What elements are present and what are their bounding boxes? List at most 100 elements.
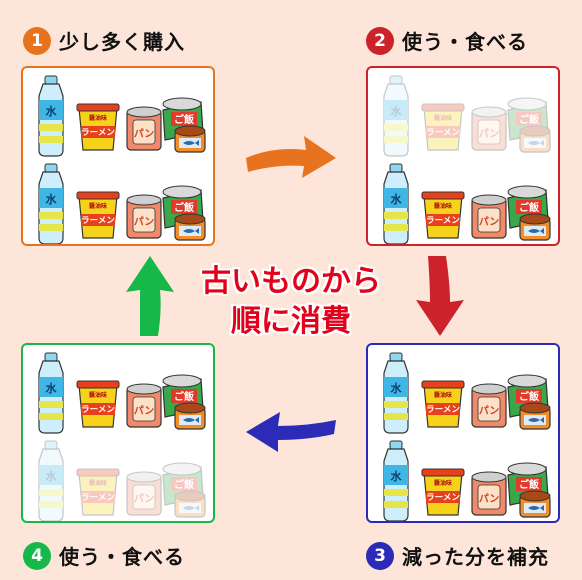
bread-can-icon: パン xyxy=(471,471,507,516)
water-bottle-icon: 水 xyxy=(383,440,409,521)
cup-noodle-top-label: 醤油味 xyxy=(89,391,107,399)
cup-noodle-label: ラーメン xyxy=(81,216,115,226)
arrow-down-red xyxy=(416,256,464,336)
rice-can-icon: ご飯 xyxy=(507,185,549,229)
water-bottle-label: 水 xyxy=(391,381,403,395)
step-2-label: 使う・食べる xyxy=(402,30,528,54)
step-2-number: 2 xyxy=(366,26,394,55)
water-bottle-label: 水 xyxy=(46,469,58,483)
rice-can-label: ご飯 xyxy=(174,390,194,403)
fish-can-icon xyxy=(174,213,206,241)
water-bottle-icon: 水 xyxy=(38,163,64,244)
stock-items-row: 水醤油味ラーメンパンご飯 xyxy=(38,163,206,244)
stock-items-row: 水醤油味ラーメンパンご飯 xyxy=(383,440,551,521)
water-bottle-icon: 水 xyxy=(38,352,64,434)
center-caption: 古いものから 順に消費 xyxy=(180,262,402,342)
water-bottle-label: 水 xyxy=(391,469,403,483)
cup-noodle-label: ラーメン xyxy=(81,405,115,415)
consumed-items-row: 水醤油味ラーメンパンご飯 xyxy=(383,75,551,157)
cup-noodle-label: ラーメン xyxy=(426,216,460,226)
step-3-number: 3 xyxy=(366,541,394,570)
cup-noodle-label: ラーメン xyxy=(426,493,460,503)
water-bottle-icon: 水 xyxy=(383,163,409,244)
bread-can-icon: パン xyxy=(126,471,162,516)
bread-can-label: パン xyxy=(134,128,155,140)
fish-can-icon xyxy=(174,402,206,430)
bread-can-label: パン xyxy=(134,405,155,417)
water-bottle-icon: 水 xyxy=(38,440,64,521)
panel-step-1: 水醤油味ラーメンパンご飯水醤油味ラーメンパンご飯 xyxy=(21,66,215,246)
cup-noodle-top-label: 醤油味 xyxy=(434,114,452,122)
arrow-up-green xyxy=(126,256,174,336)
cup-noodle-top-label: 醤油味 xyxy=(434,391,452,399)
bread-can-icon: パン xyxy=(126,106,162,151)
fish-can-icon xyxy=(519,125,551,153)
panel-step-3-illustration: 水醤油味ラーメンパンご飯水醤油味ラーメンパンご飯 xyxy=(383,352,551,521)
cup-noodle-top-label: 醤油味 xyxy=(434,202,452,210)
fish-can-icon xyxy=(174,490,206,518)
step-1-label: 少し多く購入 xyxy=(59,30,185,54)
bread-can-label: パン xyxy=(134,216,155,228)
stock-items-row: 水醤油味ラーメンパンご飯 xyxy=(383,352,551,434)
rice-can-label: ご飯 xyxy=(519,390,539,403)
arrow-left-blue xyxy=(246,412,336,452)
stock-items-row: 水醤油味ラーメンパンご飯 xyxy=(38,352,206,434)
rice-can-label: ご飯 xyxy=(519,113,539,126)
fish-can-icon xyxy=(519,213,551,241)
step-4-number: 4 xyxy=(23,541,51,570)
water-bottle-label: 水 xyxy=(391,104,403,118)
center-caption-line-1: 古いものから xyxy=(201,264,381,299)
rice-can-label: ご飯 xyxy=(519,201,539,214)
bread-can-icon: パン xyxy=(471,194,507,239)
cup-noodle-top-label: 醤油味 xyxy=(89,479,107,487)
bread-can-icon: パン xyxy=(126,383,162,428)
step-2-header: 2 使う・食べる xyxy=(366,26,528,55)
water-bottle-icon: 水 xyxy=(383,75,409,157)
stock-items-row: 水醤油味ラーメンパン ご飯 xyxy=(38,75,206,157)
cup-noodle-top-label: 醤油味 xyxy=(89,114,107,122)
fish-can-icon xyxy=(174,125,206,153)
bread-can-label: パン xyxy=(479,216,500,228)
center-caption-line-2: 順に消費 xyxy=(231,304,351,339)
rice-can-label: ご飯 xyxy=(519,478,539,491)
bread-can-icon: パン xyxy=(471,383,507,428)
bread-can-icon: パン xyxy=(471,106,507,151)
water-bottle-label: 水 xyxy=(46,381,58,395)
cup-noodle-label: ラーメン xyxy=(426,128,460,138)
panel-step-2-illustration: 水醤油味ラーメンパンご飯水醤油味ラーメンパンご飯 xyxy=(383,75,551,244)
step-4-header: 4 使う・食べる xyxy=(23,541,185,570)
step-3-label: 減った分を補充 xyxy=(402,545,549,569)
cup-noodle-label: ラーメン xyxy=(426,405,460,415)
rice-can-label: ご飯 xyxy=(174,113,194,126)
cup-noodle-top-label: 醤油味 xyxy=(89,202,107,210)
cup-noodle-label: ラーメン xyxy=(81,493,115,503)
consumed-items-row: 水醤油味ラーメンパンご飯 xyxy=(38,440,206,521)
rice-can-label: ご飯 xyxy=(174,201,194,214)
panel-step-2: 水醤油味ラーメンパンご飯水醤油味ラーメンパンご飯 xyxy=(366,66,560,246)
rice-can-label: ご飯 xyxy=(174,478,194,491)
rice-can-icon: ご飯 xyxy=(507,97,549,141)
water-bottle-icon: 水 xyxy=(383,352,409,434)
panel-step-4: 水醤油味ラーメンパンご飯水醤油味ラーメンパンご飯 xyxy=(21,343,215,523)
step-3-header: 3 減った分を補充 xyxy=(366,541,549,570)
bread-can-label: パン xyxy=(479,405,500,417)
step-4-label: 使う・食べる xyxy=(59,545,185,569)
step-1-number: 1 xyxy=(23,26,51,55)
panel-step-1-illustration: 水醤油味ラーメンパンご飯水醤油味ラーメンパンご飯 xyxy=(38,75,206,244)
water-bottle-label: 水 xyxy=(391,192,403,206)
rice-can-icon: ご飯 xyxy=(162,97,204,141)
cup-noodle-top-label: 醤油味 xyxy=(434,479,452,487)
panel-step-4-illustration: 水醤油味ラーメンパンご飯水醤油味ラーメンパンご飯 xyxy=(38,352,206,521)
bread-can-icon: パン xyxy=(126,194,162,239)
water-bottle-icon: 水 xyxy=(38,75,64,157)
panel-step-3: 水醤油味ラーメンパンご飯水醤油味ラーメンパンご飯 xyxy=(366,343,560,523)
arrow-right-orange xyxy=(246,136,336,178)
